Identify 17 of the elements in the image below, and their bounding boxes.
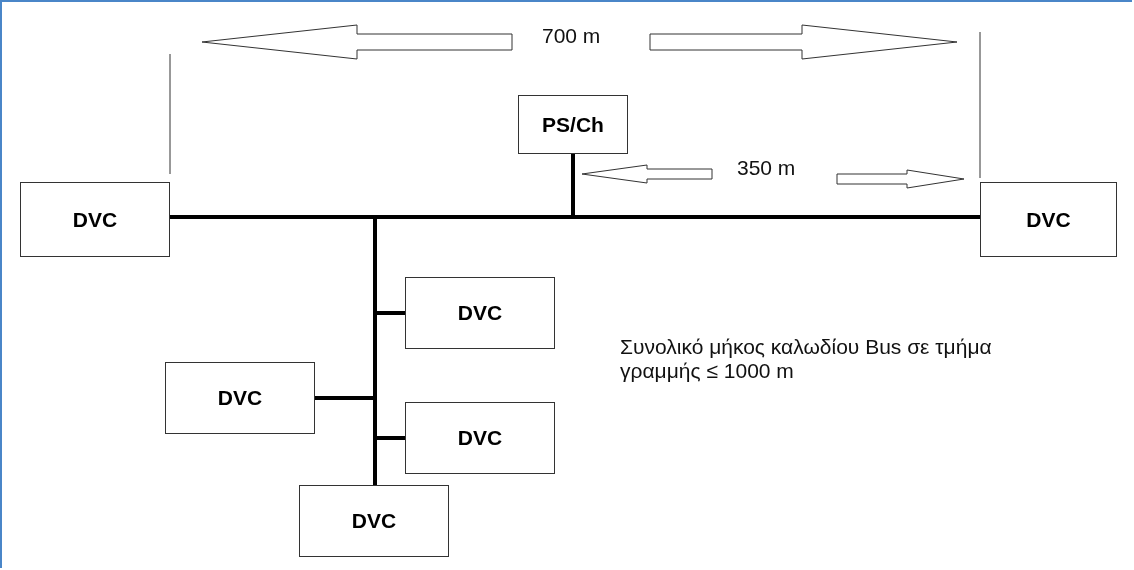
device-box — [165, 362, 315, 434]
device-label: DVC — [217, 386, 263, 410]
dimension-label: 700 m — [542, 24, 601, 49]
note-text: Συνολικό μήκος καλωδίου Bus σε τμήμα γραμμής ≤ 1000 m — [620, 335, 993, 384]
device-label: DVC — [1026, 207, 1071, 232]
device-box — [405, 402, 555, 474]
device-label: DVC — [457, 426, 503, 450]
device-box — [20, 182, 170, 257]
device-label: DVC — [72, 207, 118, 232]
device-box — [518, 95, 628, 154]
device-box — [299, 485, 449, 557]
device-label: DVC — [457, 301, 503, 325]
dimension-label: 350 m — [737, 156, 796, 181]
device-box — [405, 277, 555, 349]
device-label: DVC — [351, 509, 397, 533]
device-box — [980, 182, 1117, 257]
device-label: PS/Ch — [542, 112, 604, 137]
